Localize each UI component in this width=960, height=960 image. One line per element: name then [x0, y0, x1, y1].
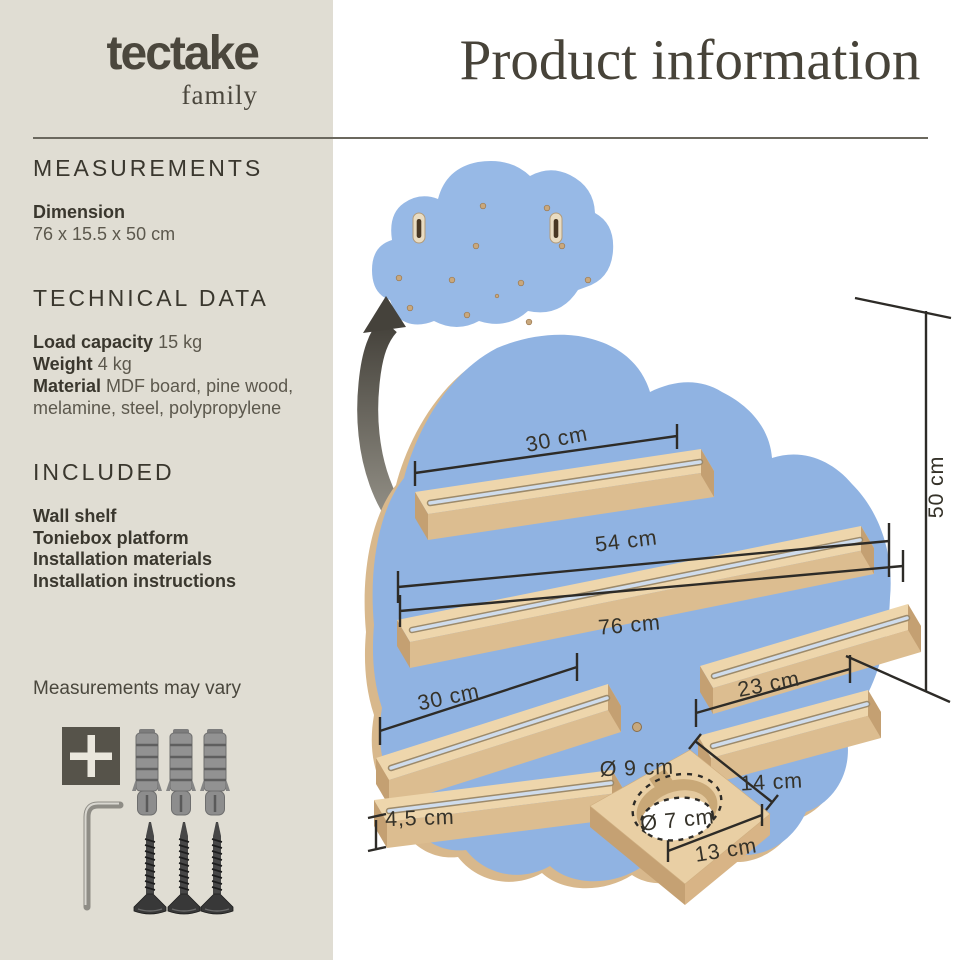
cable-hole [632, 722, 642, 732]
dim-label-total-width: 76 cm [597, 610, 661, 639]
screw-holes [395, 202, 592, 326]
weight-label: Weight [33, 354, 93, 374]
screw-icon [133, 821, 234, 915]
shelf-rail-lower-left [376, 684, 621, 806]
load-capacity-value: 15 kg [158, 332, 203, 352]
material-value: MDF board, pine wood, melamine, steel, p… [33, 376, 294, 418]
brand-sub-name: family [181, 80, 258, 110]
included-item: Installation materials [33, 549, 213, 569]
included-heading: INCLUDED [33, 459, 175, 485]
weight-value: 4 kg [97, 354, 132, 374]
brand-logo: tectake family [0, 27, 260, 111]
sidebar [0, 0, 333, 960]
load-capacity-label: Load capacity [33, 332, 154, 352]
dim-label-rail-height: 4,5 cm [385, 805, 455, 831]
shelf-rail-top [415, 449, 714, 540]
wall-plug-icon [130, 727, 232, 817]
dimension-label: Dimension [33, 202, 126, 222]
dim-label-platform-depth: 14 cm [740, 768, 804, 795]
dimension-lines [367, 296, 952, 862]
measurements-note: Measurements may vary [33, 678, 242, 699]
shelf-rail-bottom-left [374, 770, 625, 848]
included-item: Installation instructions [33, 570, 237, 591]
technical-data-block: Load capacity 15 kg Weight 4 kg Material… [33, 331, 315, 419]
page-title: Product information [459, 29, 921, 92]
cloud-shelf-back-view [372, 160, 614, 327]
included-item: Toniebox platform [33, 527, 189, 548]
shelf-rail-middle-right [700, 604, 921, 714]
keyhole-slot-icon [412, 212, 563, 244]
mounting-template-icon [62, 727, 120, 785]
included-list: Wall shelf Toniebox platform Installatio… [33, 506, 315, 592]
brand-name: tectake [106, 27, 260, 80]
hex-key-icon [83, 801, 124, 911]
dimension-block: Dimension 76 x 15.5 x 50 cm [33, 201, 315, 245]
dimension-value: 76 x 15.5 x 50 cm [33, 224, 176, 244]
technical-data-heading: TECHNICAL DATA [33, 285, 269, 311]
dim-label-hole-outer: Ø 9 cm [599, 755, 674, 782]
dim-label-total-height: 50 cm [924, 456, 948, 519]
shelf-rail-lower-right [698, 690, 881, 784]
measurements-heading: MEASUREMENTS [33, 155, 264, 181]
included-item: Wall shelf [33, 506, 117, 526]
material-label: Material [33, 376, 102, 396]
header-divider [33, 137, 928, 139]
